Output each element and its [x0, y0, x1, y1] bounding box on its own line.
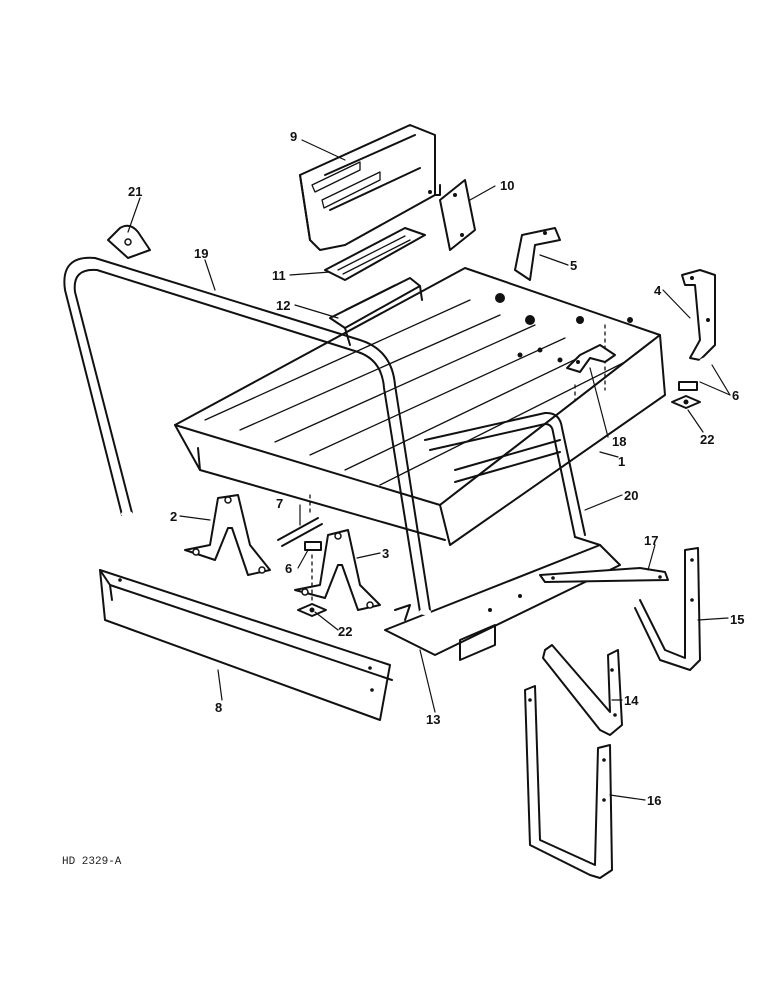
- callout-13: 13: [426, 712, 440, 727]
- part-21-clip: [107, 224, 151, 259]
- callout-12: 12: [276, 298, 290, 313]
- part-16-strap: [524, 685, 613, 879]
- callout-19: 19: [194, 246, 208, 261]
- part-17-brace: [539, 567, 669, 583]
- part-13-floor-plate: [384, 544, 621, 661]
- part-9-seat-support: [299, 124, 441, 251]
- callout-22-left: 22: [338, 624, 352, 639]
- part-14-bracket: [542, 644, 623, 736]
- callout-20: 20: [624, 488, 638, 503]
- callout-7: 7: [276, 496, 283, 511]
- part-22-washer-left: [297, 603, 327, 617]
- part-15-bracket: [634, 547, 701, 671]
- part-1-platform: [174, 267, 666, 546]
- part-5-upright-bracket: [514, 227, 561, 281]
- callout-9: 9: [290, 129, 297, 144]
- callout-3: 3: [382, 546, 389, 561]
- drawing-code: HD 2329-A: [62, 856, 122, 868]
- callout-11: 11: [272, 268, 286, 283]
- callout-4: 4: [654, 283, 662, 298]
- callout-21: 21: [128, 184, 142, 199]
- part-11-pad: [324, 227, 426, 281]
- callout-14: 14: [624, 693, 639, 708]
- callout-2: 2: [170, 509, 177, 524]
- part-12-slotted-bracket: [329, 277, 423, 346]
- part-18-strap-bracket: [566, 344, 616, 373]
- callout-8: 8: [215, 700, 222, 715]
- callout-16: 16: [647, 793, 661, 808]
- part-6-mount-left: [304, 537, 322, 601]
- part-8-step-board: [99, 569, 393, 721]
- callout-labels: 1 2 3 4 5 6 6 7 8 9 10 11 12 13 14 15 16…: [128, 129, 744, 808]
- part-6-mount-right: [678, 357, 717, 391]
- callout-6-right: 6: [732, 388, 739, 403]
- part-2-bracket: [184, 494, 271, 576]
- part-20-short-rail: [424, 411, 601, 546]
- part-19-hand-rail: [63, 256, 431, 615]
- leader-lines: [127, 139, 731, 801]
- callout-6-left: 6: [285, 561, 292, 576]
- part-3-bracket: [294, 529, 381, 611]
- callout-15: 15: [730, 612, 744, 627]
- part-10-plate: [439, 179, 476, 251]
- part-4-side-bracket: [681, 269, 716, 361]
- callout-18: 18: [612, 434, 626, 449]
- callout-17: 17: [644, 533, 658, 548]
- callout-5: 5: [570, 258, 577, 273]
- part-22-washer-right: [671, 395, 701, 409]
- callout-10: 10: [500, 178, 514, 193]
- callout-22-right: 22: [700, 432, 714, 447]
- part-7-pin: [277, 494, 323, 547]
- callout-1: 1: [618, 454, 625, 469]
